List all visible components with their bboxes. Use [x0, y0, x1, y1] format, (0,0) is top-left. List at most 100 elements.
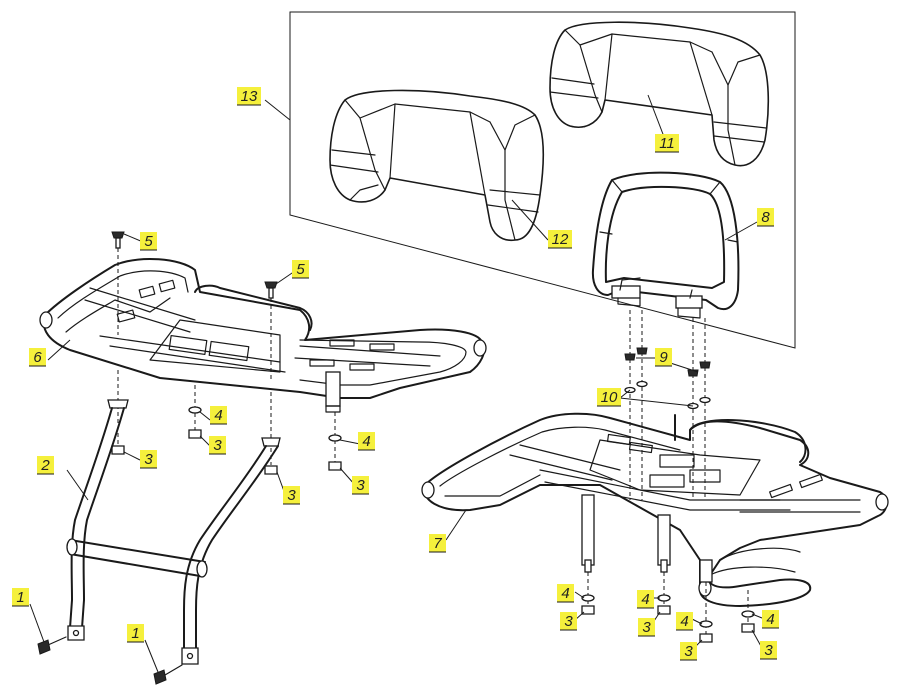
callout-box — [140, 232, 157, 250]
callout-number: 5 — [144, 233, 153, 250]
callout-c4a: 4 — [210, 406, 227, 425]
callout-number: 4 — [362, 433, 370, 450]
callout-c10: 10 — [597, 388, 621, 407]
callout-c4c: 4 — [557, 584, 574, 603]
callout-box — [12, 588, 29, 606]
callout-number: 3 — [764, 642, 773, 659]
washer-4-e — [699, 620, 713, 628]
washer-4-a — [188, 406, 202, 414]
bolt-9-group — [624, 347, 711, 377]
callout-number: 1 — [16, 589, 24, 606]
nut-3-c — [111, 445, 125, 455]
bolt-5-right — [264, 281, 278, 299]
nut-3-f — [657, 605, 671, 615]
callout-box — [429, 534, 446, 552]
callout-number: 3 — [144, 451, 153, 468]
callout-c3f: 3 — [638, 618, 655, 637]
callout-number: 4 — [214, 407, 222, 424]
leader-lines — [29, 94, 763, 673]
callout-number: 4 — [766, 611, 774, 628]
nut-3-a — [188, 429, 202, 439]
callout-number: 10 — [601, 389, 618, 406]
callout-number: 5 — [296, 261, 305, 278]
callout-number: 3 — [684, 643, 693, 660]
backrest-kit-frame — [289, 11, 796, 349]
rear-rack-7 — [421, 412, 889, 607]
callout-number: 3 — [287, 487, 296, 504]
callout-box — [560, 612, 577, 630]
callout-box — [597, 388, 621, 406]
nut-3-b — [328, 461, 342, 471]
callout-box — [680, 642, 697, 660]
callout-number: 9 — [659, 349, 668, 366]
nut-3-d — [264, 465, 278, 475]
callout-box — [762, 610, 779, 628]
callout-number: 4 — [641, 591, 649, 608]
callout-c3d: 3 — [352, 476, 369, 495]
callout-box — [127, 624, 144, 642]
callout-box — [358, 432, 375, 450]
callout-box — [637, 590, 654, 608]
callout-c13: 13 — [237, 87, 261, 106]
callout-c1a: 1 — [12, 588, 29, 607]
callout-box — [760, 641, 777, 659]
callout-number: 11 — [659, 135, 675, 152]
callout-number: 3 — [356, 477, 365, 494]
nut-3-h — [741, 623, 755, 633]
backrest-bracket-8 — [591, 171, 740, 319]
callout-c2: 2 — [37, 456, 54, 475]
callout-box — [37, 456, 54, 474]
callout-box — [676, 612, 693, 630]
callout-box — [237, 87, 261, 105]
washer-4-f — [741, 610, 755, 618]
callout-c4e: 4 — [676, 612, 693, 631]
callout-box — [655, 348, 672, 366]
callout-c7: 7 — [429, 534, 446, 553]
callout-c1b: 1 — [127, 624, 144, 643]
callout-box — [352, 476, 369, 494]
callout-c3b: 3 — [209, 436, 226, 455]
callout-c3c: 3 — [283, 486, 300, 505]
callout-box — [548, 230, 572, 248]
callout-c3g: 3 — [680, 642, 697, 661]
backrest-pad-12 — [329, 89, 545, 242]
callout-box — [757, 208, 774, 226]
washer-4-b — [328, 434, 342, 442]
callout-number: 6 — [33, 349, 42, 366]
bolt-5-left — [111, 231, 125, 249]
callout-box — [29, 348, 46, 366]
callout-number: 3 — [213, 437, 222, 454]
callout-number: 1 — [131, 625, 139, 642]
callout-c3a: 3 — [140, 450, 157, 469]
support-frame-2 — [66, 399, 281, 665]
callout-box — [140, 450, 157, 468]
callout-box — [655, 134, 679, 152]
callout-box — [292, 260, 309, 278]
nut-3-g — [699, 633, 713, 643]
callout-number: 2 — [40, 457, 50, 474]
callout-c3e: 3 — [560, 612, 577, 631]
callout-number: 4 — [680, 613, 688, 630]
callout-c4d: 4 — [637, 590, 654, 609]
front-rack-6 — [39, 257, 487, 413]
callout-c11: 11 — [655, 134, 679, 153]
callout-box — [283, 486, 300, 504]
washer-4-c — [581, 594, 595, 602]
callout-c9: 9 — [655, 348, 672, 367]
callout-number: 8 — [761, 209, 770, 226]
callout-c6: 6 — [29, 348, 46, 367]
callout-c3h: 3 — [760, 641, 777, 660]
bolt-1-left — [37, 636, 67, 655]
callout-c12: 12 — [548, 230, 572, 249]
callout-number: 13 — [241, 88, 258, 105]
callout-c4b: 4 — [358, 432, 375, 451]
callout-c8: 8 — [757, 208, 774, 227]
callout-box — [210, 406, 227, 424]
callout-c4f: 4 — [762, 610, 779, 629]
callout-number: 3 — [564, 613, 573, 630]
callout-number: 3 — [642, 619, 651, 636]
callout-c5a: 5 — [140, 232, 157, 251]
